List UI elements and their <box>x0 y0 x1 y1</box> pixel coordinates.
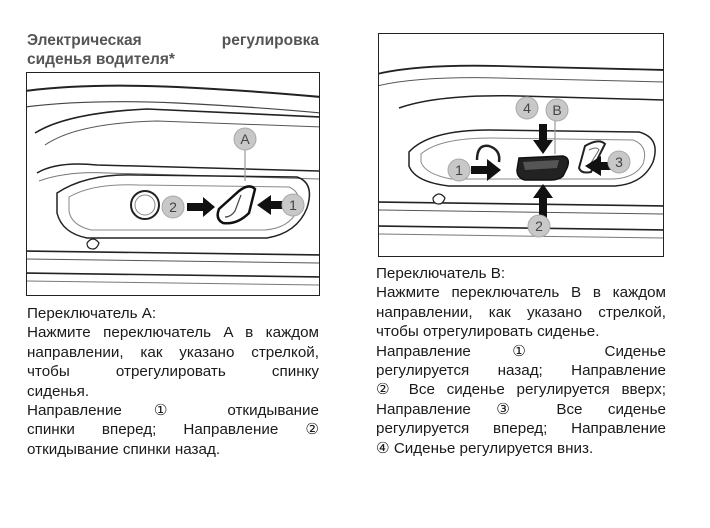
switch-a-line: направлении, как указано стрелкой, <box>27 343 319 361</box>
switch-a-heading: Переключатель A: <box>27 305 157 322</box>
switch-a-drawing: A 2 1 <box>27 84 319 286</box>
direction-1-label: 1 <box>289 197 297 213</box>
switch-b-line: Направление ③ Все сиденье <box>376 400 666 418</box>
switch-b-label: B <box>552 102 561 118</box>
direction-4-label: 4 <box>523 100 531 116</box>
switch-a-label: A <box>240 131 250 147</box>
title-line-2: сиденья водителя* <box>27 51 175 68</box>
switch-b-line: регулируется назад; Направление <box>376 362 666 380</box>
switch-b-line: регулируется вперед; Направление <box>376 420 666 438</box>
switch-b-description: Переключатель B: Нажмите переключатель B… <box>376 264 666 458</box>
page-title: Электрическая регулировка сиденья водите… <box>27 31 319 69</box>
direction-1-label: 1 <box>455 162 463 178</box>
switch-b-line: направлении, как указано стрелкой, <box>376 303 666 321</box>
switch-a-line: чтобы отрегулировать спинку <box>27 363 319 381</box>
switch-a-line: Направление ① откидывание <box>27 402 319 420</box>
direction-2-label: 2 <box>169 199 177 215</box>
switch-a-description: Переключатель A: Нажмите переключатель A… <box>27 304 319 459</box>
title-line-1: Электрическая регулировка <box>27 32 319 49</box>
switch-b-line: чтобы отрегулировать сиденье. <box>376 323 600 341</box>
switch-a-illustration: A 2 1 <box>26 72 320 296</box>
switch-a-line: Нажмите переключатель A в каждом <box>27 324 319 342</box>
switch-b-illustration: 4 B 1 3 2 <box>378 33 664 257</box>
switch-a-line: откидывание спинки назад. <box>27 440 221 458</box>
switch-b-line: ④ Сиденье регулируется вниз. <box>376 439 594 457</box>
switch-b-line: Нажмите переключатель B в каждом <box>376 284 666 302</box>
switch-b-line: ② Все сиденье регулируется вверх; <box>376 381 666 399</box>
switch-a-line: сиденья. <box>27 382 90 400</box>
switch-a-line: спинки вперед; Направление ② <box>27 421 319 439</box>
switch-b-heading: Переключатель B: <box>376 265 506 282</box>
direction-3-label: 3 <box>615 154 623 170</box>
direction-2-label: 2 <box>535 218 543 234</box>
switch-b-line: Направление ① Сиденье <box>376 342 666 360</box>
switch-b-drawing: 4 B 1 3 2 <box>379 64 663 239</box>
